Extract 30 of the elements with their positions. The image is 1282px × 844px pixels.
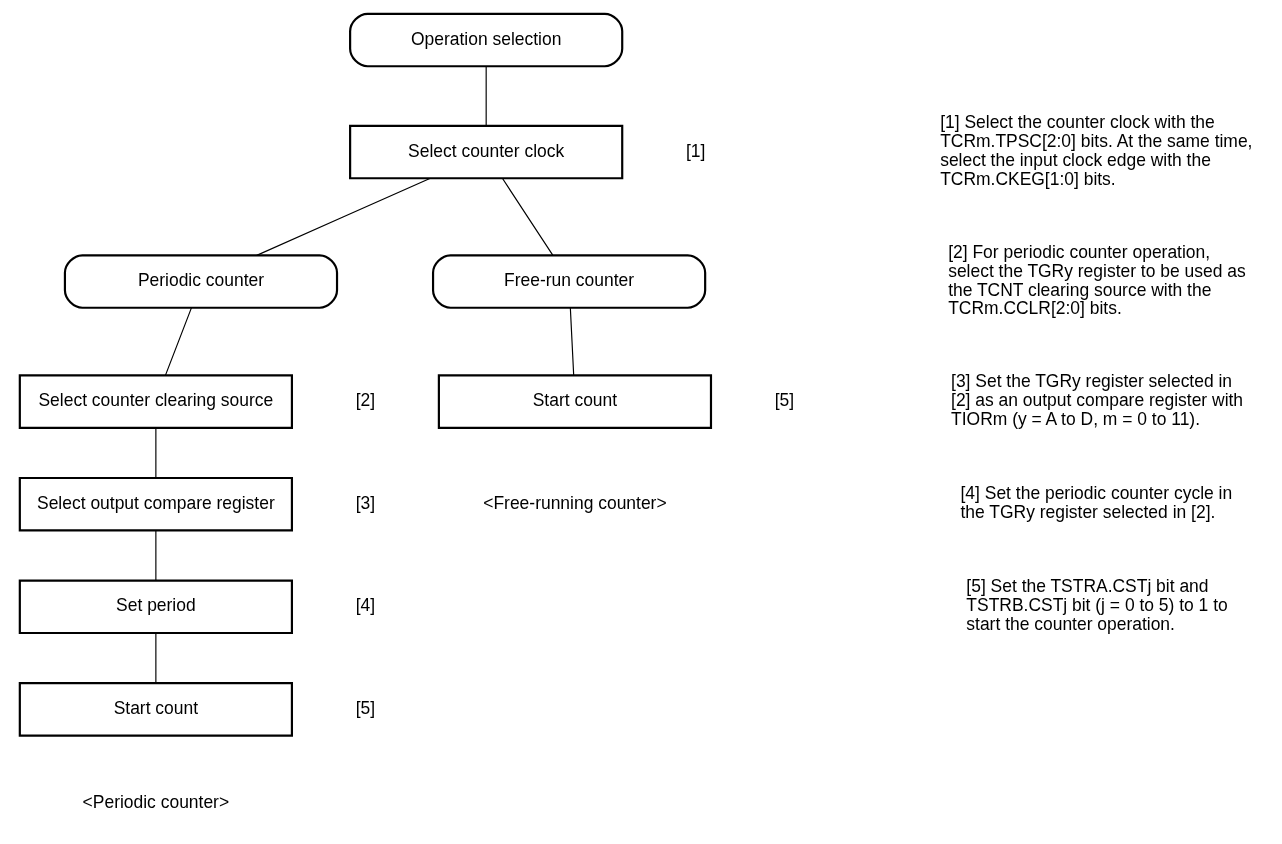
node-box: Select counter clock <box>348 124 623 180</box>
connector <box>255 177 430 256</box>
node-label: [3] <box>355 492 375 513</box>
label: [4] Set the periodic counter cycle in the TGRy register selected in [2]. <box>960 483 1232 523</box>
node-label: [1] <box>685 140 705 161</box>
label: [5] Set the TSTRA.CSTj bit and TSTRB.CSTj bit (j = 0 to 5) to 1 to start the counter operation. <box>965 576 1228 635</box>
node-label: [5] <box>355 697 375 718</box>
connector <box>569 307 574 376</box>
label: <Periodic counter> <box>82 792 229 813</box>
node-box: Periodic counter <box>63 254 338 309</box>
connector <box>154 427 156 479</box>
node-label: [2] <box>355 390 375 411</box>
label: [1] Select the counter clock with the TCRm.TPSC[2:0] bits. At the same time, select the input clock edge with the TCRm.CKEG[1:0] bits. <box>939 112 1252 189</box>
node-box: Start count <box>18 682 293 737</box>
label: [2] For periodic counter operation, select the TGRy register to be used as the TCNT clearing source with the TCRm.CCLR[2:0] bits. <box>947 241 1246 319</box>
connector <box>164 307 192 376</box>
node-box: Set period <box>18 579 293 635</box>
connector <box>154 632 156 684</box>
node-box: Operation selection <box>348 12 623 68</box>
node-box: Free-run counter <box>431 254 706 309</box>
node-box: Select counter clearing source <box>18 374 293 429</box>
connector <box>154 530 156 582</box>
label: [3] Set the TGRy register selected in [2] as an output compare register with TIORm (y = A to D, m = 0 to 11). <box>950 371 1243 430</box>
connector <box>501 177 553 256</box>
node-box: Select output compare register <box>18 476 293 532</box>
node-box: Start count <box>437 374 712 429</box>
node-label: [5] <box>774 390 794 411</box>
label: <Free-running counter> <box>482 492 667 513</box>
connector <box>485 65 487 127</box>
node-label: [4] <box>355 595 375 616</box>
